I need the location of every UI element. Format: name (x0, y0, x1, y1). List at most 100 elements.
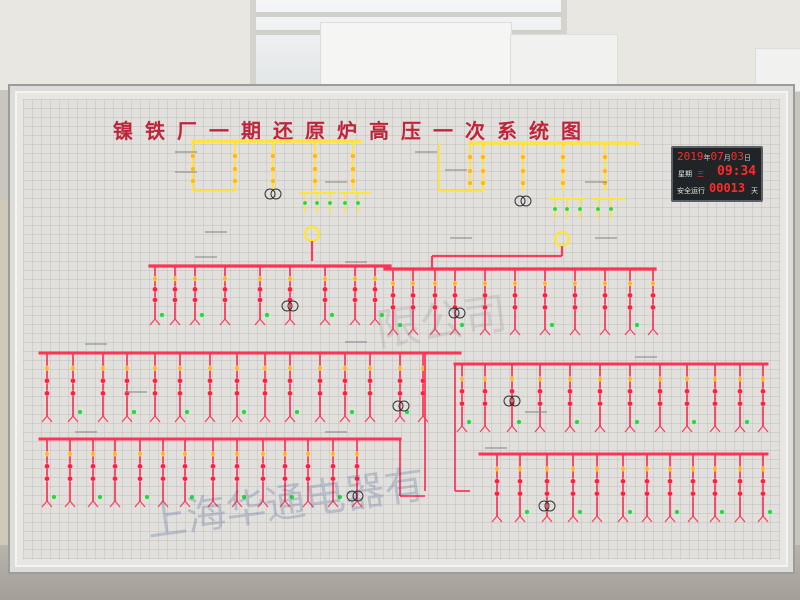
indicator-lamp (210, 451, 216, 457)
indicator-lamp (282, 475, 288, 482)
feeder-line (407, 328, 414, 336)
feeder-line (757, 425, 764, 433)
indicator-lamp (232, 153, 238, 159)
indicator-lamp (372, 297, 378, 303)
indicator-lamp (760, 466, 766, 472)
transformer-symbol (538, 500, 550, 512)
board-title: 镍铁厂一期还原炉高压一次系统图 (113, 119, 593, 143)
weekday-value: 三 (697, 170, 704, 178)
feeder-line (126, 415, 133, 423)
indicator-lamp (537, 388, 543, 395)
indicator-lamp (207, 365, 213, 371)
feeder-line (369, 415, 376, 423)
feeder-line (429, 328, 436, 336)
feeder-line (479, 425, 486, 433)
feeder-line (514, 328, 521, 336)
indicator-lamp (542, 292, 548, 299)
indicator-lamp (657, 376, 663, 382)
feeder-line (392, 328, 399, 336)
indicator-lamp (667, 478, 673, 485)
indicator-lamp (210, 475, 216, 482)
feeder-line (479, 328, 486, 336)
indicator-lamp (432, 292, 438, 299)
indicator-lamp (322, 276, 328, 282)
indicator-lamp (232, 166, 238, 172)
indicator-lamp (172, 297, 178, 303)
annotation-mark (445, 169, 467, 171)
indicator-lamp (234, 365, 240, 371)
indicator-lamp (627, 304, 633, 311)
indicator-lamp (650, 280, 656, 286)
date-year: 2019 (677, 150, 704, 163)
feeder-line (412, 328, 419, 336)
feeder-line (714, 515, 721, 523)
feeder-line (41, 500, 48, 508)
indicator-lamp (260, 463, 266, 470)
indicator-lamp (232, 178, 238, 184)
indicator-lamp (712, 388, 718, 395)
indicator-lamp (737, 490, 743, 497)
indicator-lamp (234, 475, 240, 482)
indicator-lamp (260, 475, 266, 482)
feeder-line (591, 515, 598, 523)
indicator-lamp (572, 280, 578, 286)
indicator-lamp (594, 466, 600, 472)
feeder-line (546, 515, 553, 523)
indicator-lamp (352, 286, 358, 293)
feeder-line (179, 500, 186, 508)
indicator-lamp (112, 463, 118, 470)
indicator-lamp (634, 419, 640, 425)
indicator-lamp (270, 166, 276, 172)
transformer-symbol (281, 300, 293, 312)
indicator-lamp (354, 463, 360, 470)
feeder-line (149, 318, 156, 326)
indicator-lamp (207, 390, 213, 397)
indicator-lamp (494, 478, 500, 485)
indicator-lamp (317, 390, 323, 397)
feeder-line (302, 500, 309, 508)
indicator-lamp (262, 365, 268, 371)
feeder-line (41, 415, 48, 423)
feeder-line (739, 425, 746, 433)
feeder-line (692, 515, 699, 523)
indicator-lamp (397, 322, 403, 328)
indicator-lamp (100, 365, 106, 371)
indicator-lamp (574, 419, 580, 425)
annotation-mark (345, 261, 367, 263)
indicator-lamp (564, 206, 570, 212)
indicator-lamp (234, 463, 240, 470)
feeder-line (461, 425, 468, 433)
indicator-lamp (124, 377, 130, 384)
indicator-lamp (512, 304, 518, 311)
indicator-lamp (537, 400, 543, 407)
indicator-lamp (264, 312, 270, 318)
feeder-line (734, 515, 741, 523)
indicator-lamp (520, 168, 526, 174)
indicator-lamp (257, 286, 263, 293)
days-unit: 天 (751, 187, 758, 195)
date-month: 07 (710, 150, 724, 163)
feeder-line (114, 500, 121, 508)
indicator-lamp (192, 286, 198, 293)
feeder-line (219, 318, 226, 326)
indicator-lamp (182, 451, 188, 457)
indicator-lamp (367, 377, 373, 384)
feeder-line (324, 318, 331, 326)
indicator-lamp (190, 166, 196, 172)
indicator-lamp (222, 297, 228, 303)
indicator-lamp (517, 478, 523, 485)
annotation-mark (205, 231, 227, 233)
feeder-line (319, 415, 326, 423)
feeder-line (284, 318, 291, 326)
feeder-line (574, 328, 581, 336)
indicator-lamp (767, 509, 773, 515)
indicator-lamp (597, 376, 603, 382)
indicator-lamp (317, 377, 323, 384)
mimic-board: 镍铁厂一期还原炉高压一次系统图 2019年07月03日 星期 三 09:34 安… (10, 86, 793, 572)
indicator-lamp (330, 463, 336, 470)
indicator-lamp (737, 376, 743, 382)
indicator-lamp (577, 509, 583, 515)
indicator-lamp (650, 304, 656, 311)
feeder-line (279, 500, 286, 508)
annotation-mark (525, 411, 547, 413)
